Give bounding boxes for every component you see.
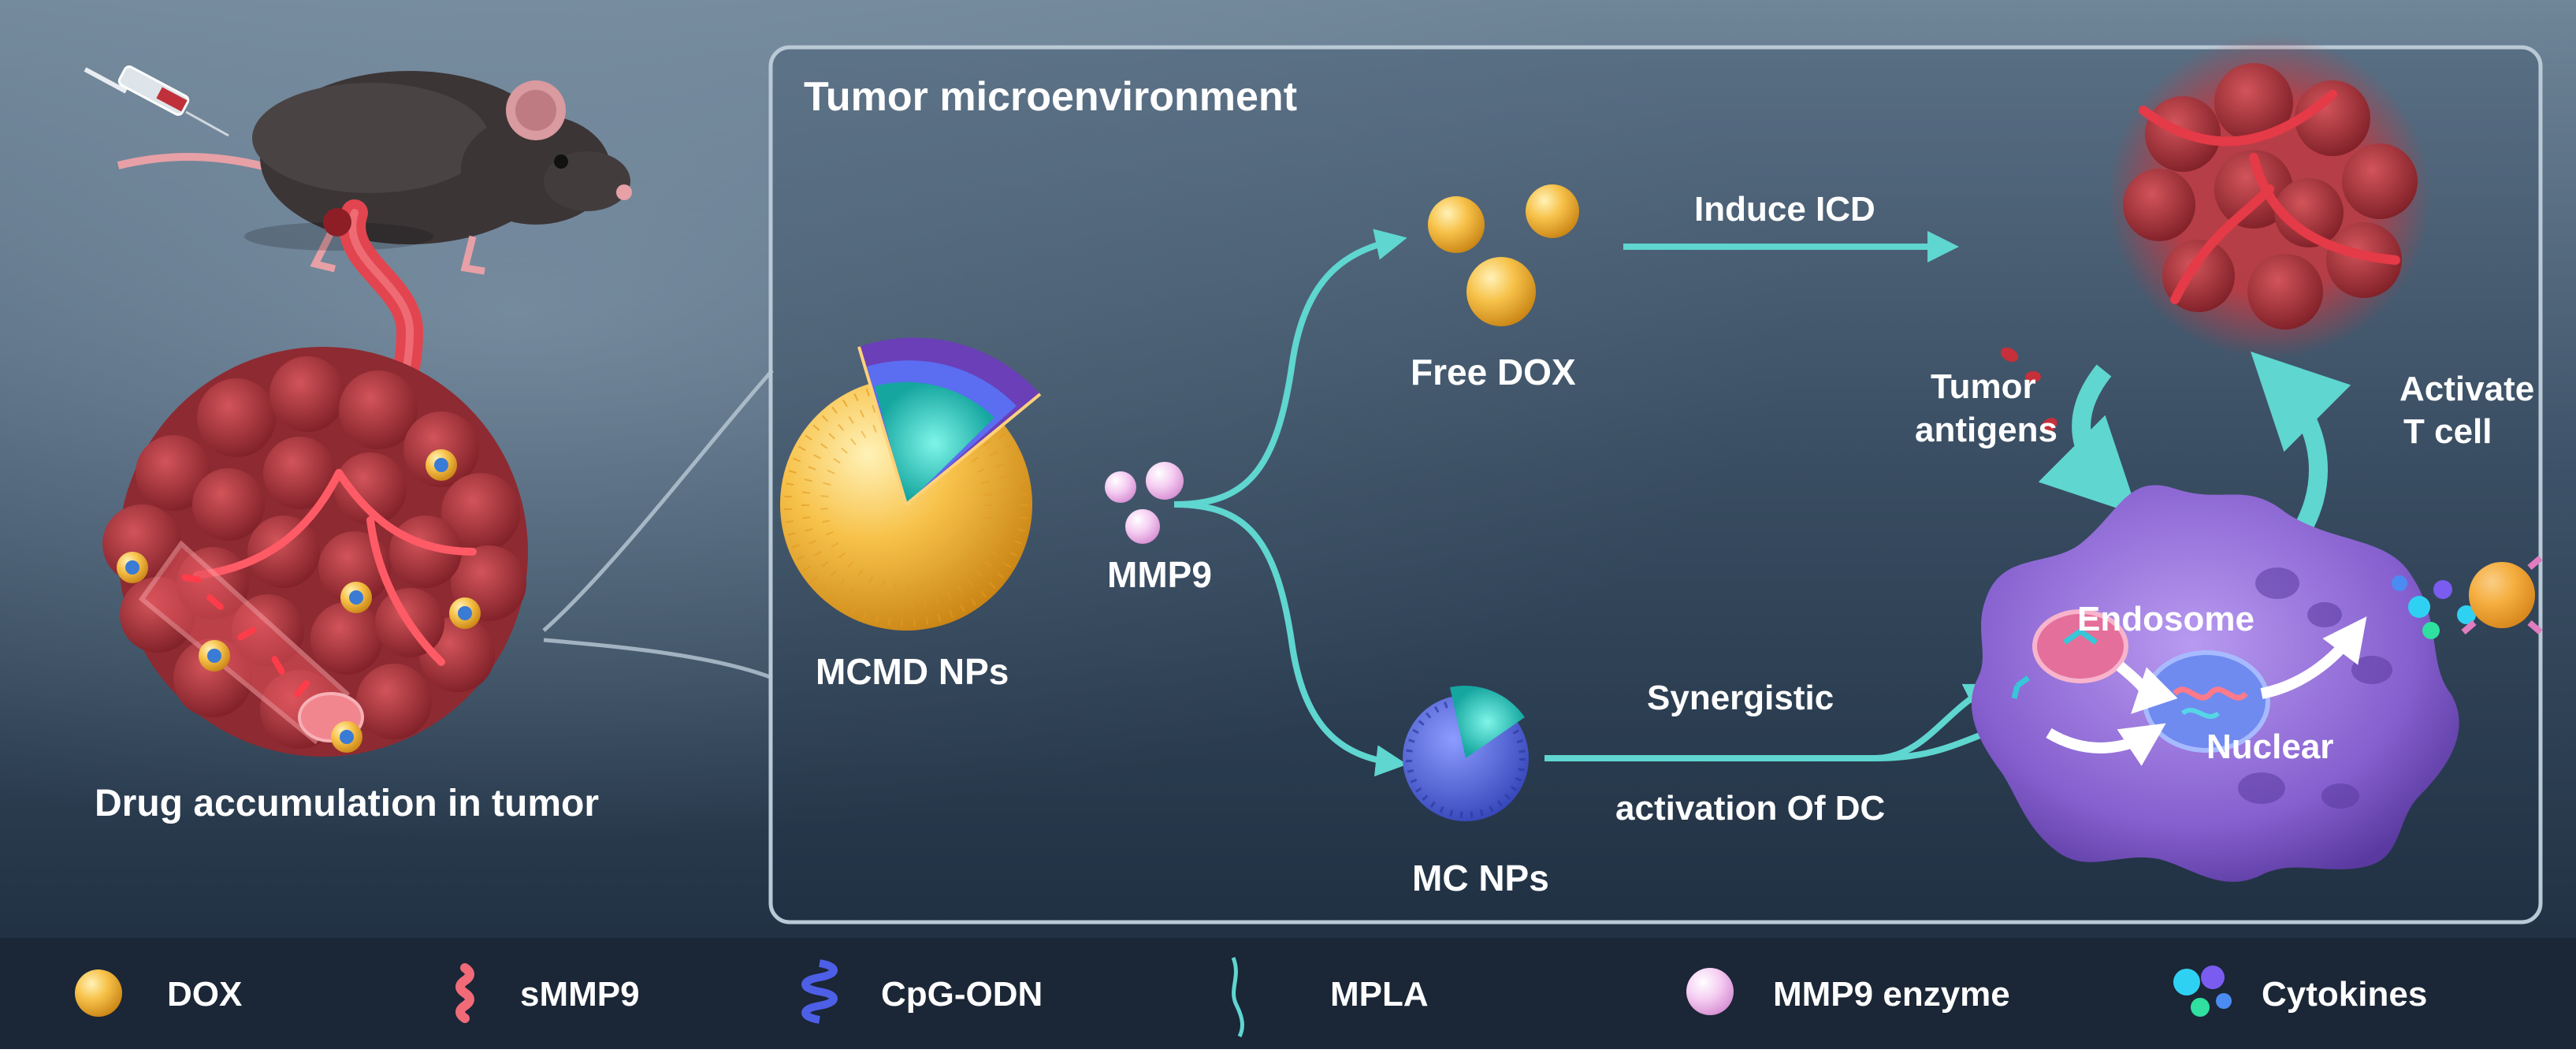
cpg-odn-coil-icon [801, 959, 838, 1024]
endosome [2032, 609, 2128, 683]
nuclear-label: Nuclear [2206, 727, 2333, 766]
endosome-label: Endosome [2077, 600, 2254, 638]
free-dox-spheres [1428, 184, 1579, 326]
synergistic-label: Synergistic [1647, 679, 1834, 717]
legend-label-mmp9-enzyme: MMP9 enzyme [1773, 975, 2010, 1014]
legend-item-cytokines: Cytokines [2173, 966, 2427, 1017]
dying-tumor [2108, 35, 2431, 359]
mc-nps-label: MC NPs [1412, 858, 1549, 899]
cytokines-icon [2173, 966, 2232, 1017]
syringe-icon [84, 65, 229, 137]
arrow-to-mc-nps [1173, 501, 1407, 777]
arrow-activate-t-cell [2251, 352, 2351, 549]
injection-site [323, 208, 351, 236]
arrow-to-free-dox [1173, 229, 1407, 508]
mcmd-nps-label: MCMD NPs [816, 651, 1009, 692]
mcmd-nanoparticle [780, 337, 1042, 631]
dendritic-cell [1971, 485, 2459, 882]
legend-item-cpg-odn: CpG-ODN [801, 959, 1043, 1024]
mmp9-enzymes [1105, 462, 1184, 544]
legend-bar [0, 938, 2576, 1049]
mc-nanoparticle [1403, 685, 1529, 821]
tumor-antigens-label-2: antigens [1915, 411, 2057, 449]
legend-item-mpla: MPLA [1231, 957, 1429, 1038]
zoom-line-top [542, 369, 774, 632]
tumor-nanoparticles [117, 449, 481, 753]
drug-accumulation-label: Drug accumulation in tumor [95, 783, 599, 824]
arrow-tumor-antigens [2038, 364, 2139, 515]
legend-item-smmp9: sMMP9 [455, 963, 640, 1023]
activate-label-2: T cell [2403, 412, 2492, 451]
mmp9-enzyme-icon [1686, 968, 1734, 1015]
activate-label-1: Activate [2399, 370, 2534, 408]
induce-icd-label: Induce ICD [1694, 190, 1875, 229]
zoom-line-bottom [543, 638, 773, 680]
tumor-antigens-label-1: Tumor [1931, 367, 2036, 406]
legend-label-smmp9: sMMP9 [520, 975, 640, 1014]
mpla-strand-icon [1231, 957, 1244, 1038]
released-cytokines [2392, 575, 2476, 639]
dox-sphere-icon [75, 969, 122, 1017]
legend-item-mmp9-enzyme: MMP9 enzyme [1686, 968, 2010, 1015]
mmp9-label: MMP9 [1107, 554, 1212, 595]
legend-item-dox: DOX [75, 969, 242, 1017]
tme-title: Tumor microenvironment [804, 74, 1297, 120]
legend-label-cpg-odn: CpG-ODN [881, 975, 1043, 1014]
free-dox-label: Free DOX [1411, 352, 1576, 393]
smmp9-peptide-icon [455, 963, 474, 1023]
t-cell [2461, 555, 2543, 635]
legend-label-mpla: MPLA [1330, 975, 1429, 1014]
legend-label-dox: DOX [167, 975, 242, 1014]
mouse-icon [117, 71, 632, 275]
activation-dc-label: activation Of DC [1615, 789, 1885, 828]
legend-label-cytokines: Cytokines [2262, 975, 2427, 1014]
